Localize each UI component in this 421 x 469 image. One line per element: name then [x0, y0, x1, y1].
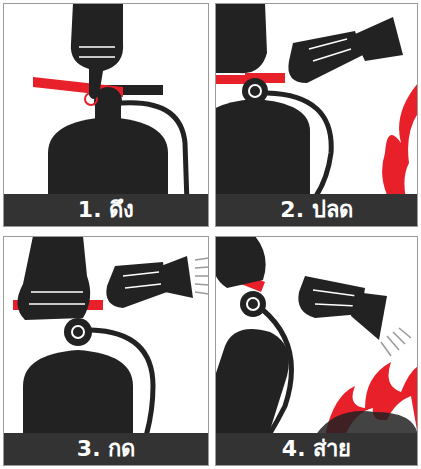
- step-caption: 4. ส่าย: [216, 433, 417, 465]
- step-caption: 1. ดึง: [4, 194, 208, 226]
- step-panel: 1. ดึง: [3, 3, 209, 227]
- spray: [195, 258, 209, 294]
- hand: [288, 31, 363, 83]
- hand: [17, 236, 90, 320]
- release-scene: [200, 3, 418, 203]
- step-panel: 4. ส่าย: [215, 236, 418, 466]
- hand-detail: [79, 47, 115, 57]
- hand-detail: [123, 272, 161, 288]
- step-caption: 2. ปลด: [216, 194, 417, 226]
- flame-core: [404, 113, 418, 203]
- valve-head: [64, 318, 92, 346]
- hose: [267, 93, 331, 203]
- valve-ring: [72, 326, 84, 338]
- sweep-scene: [195, 236, 418, 446]
- safety-pin: [205, 75, 249, 84]
- hand-detail: [309, 39, 351, 61]
- nozzle: [161, 256, 193, 298]
- step-caption: 3. กด: [4, 433, 208, 465]
- hand: [71, 3, 123, 99]
- extinguisher-body: [48, 117, 168, 203]
- hose: [91, 330, 153, 446]
- spray: [381, 328, 411, 356]
- valve-head: [240, 291, 266, 317]
- extinguisher-body: [200, 99, 310, 203]
- nozzle: [351, 292, 387, 340]
- valve-head: [242, 78, 268, 104]
- step-panel: 3. กด: [3, 236, 209, 466]
- flame: [382, 83, 418, 203]
- step-panel: 2. ปลด: [215, 3, 418, 227]
- hand-detail: [29, 292, 85, 304]
- press-scene: [13, 236, 209, 446]
- hose: [263, 310, 291, 441]
- pull-pin-scene: [33, 3, 187, 203]
- hand: [106, 262, 167, 308]
- valve-ring: [247, 298, 259, 310]
- hand: [214, 236, 266, 288]
- hand-detail: [313, 290, 357, 306]
- hose: [121, 103, 187, 203]
- nozzle: [353, 17, 403, 61]
- extinguisher-body: [23, 350, 133, 446]
- valve-ring: [249, 85, 261, 97]
